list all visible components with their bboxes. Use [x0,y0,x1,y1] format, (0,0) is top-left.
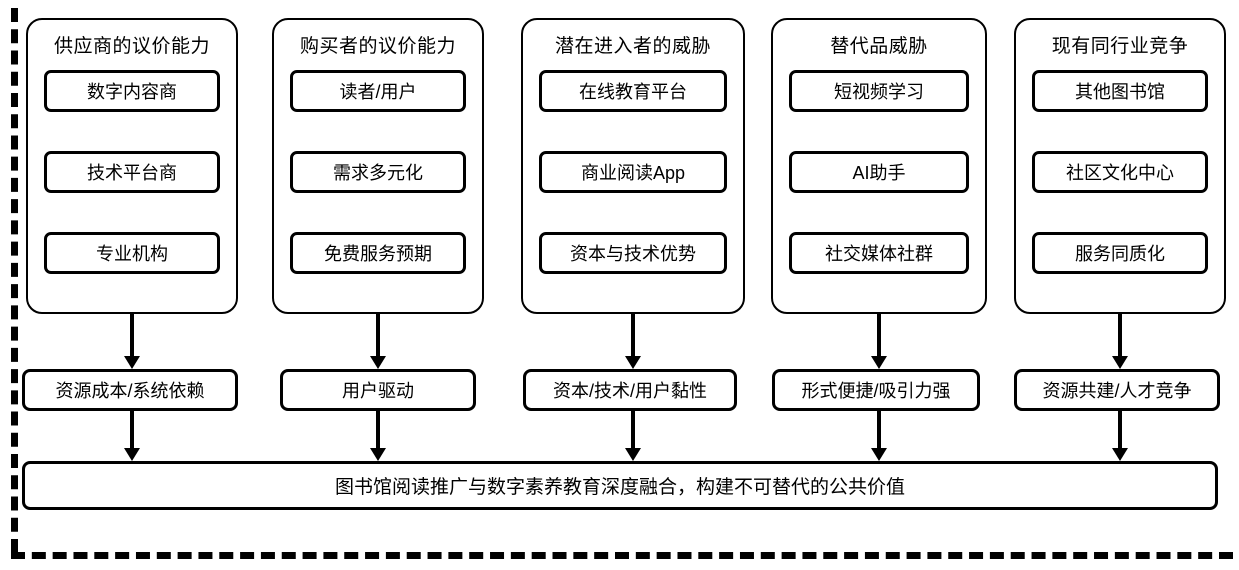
list-item[interactable]: 商业阅读App [539,151,727,193]
column-item-list: 其他图书馆 社区文化中心 服务同质化 [1016,70,1224,312]
down-arrow-icon [1112,314,1128,369]
down-arrow-icon [124,314,140,369]
list-item[interactable]: AI助手 [789,151,969,193]
down-arrow-icon [625,411,641,461]
force-column-new-entrants-threat[interactable]: 潜在进入者的威胁 在线教育平台 商业阅读App 资本与技术优势 [521,18,745,314]
outcome-box-rivalry[interactable]: 资源共建/人才竞争 [1014,369,1220,411]
down-arrow-icon [871,314,887,369]
list-item[interactable]: 服务同质化 [1032,232,1208,274]
force-column-substitutes-threat[interactable]: 替代品威胁 短视频学习 AI助手 社交媒体社群 [771,18,987,314]
column-item-list: 数字内容商 技术平台商 专业机构 [28,70,236,312]
list-item[interactable]: 免费服务预期 [290,232,466,274]
outcome-box-substitutes[interactable]: 形式便捷/吸引力强 [772,369,980,411]
list-item[interactable]: 读者/用户 [290,70,466,112]
down-arrow-icon [124,411,140,461]
down-arrow-icon [625,314,641,369]
conclusion-banner: 图书馆阅读推广与数字素养教育深度融合，构建不可替代的公共价值 [22,461,1218,510]
list-item[interactable]: 数字内容商 [44,70,220,112]
list-item[interactable]: 在线教育平台 [539,70,727,112]
list-item[interactable]: 社交媒体社群 [789,232,969,274]
column-item-list: 读者/用户 需求多元化 免费服务预期 [274,70,482,312]
column-title: 供应商的议价能力 [53,36,210,57]
column-item-list: 短视频学习 AI助手 社交媒体社群 [773,70,985,312]
outcome-box-buyer[interactable]: 用户驱动 [280,369,476,411]
column-title: 潜在进入者的威胁 [554,36,711,57]
list-item[interactable]: 其他图书馆 [1032,70,1208,112]
list-item[interactable]: 技术平台商 [44,151,220,193]
force-column-industry-rivalry[interactable]: 现有同行业竞争 其他图书馆 社区文化中心 服务同质化 [1014,18,1226,314]
outcome-box-supplier[interactable]: 资源成本/系统依赖 [22,369,238,411]
list-item[interactable]: 短视频学习 [789,70,969,112]
down-arrow-icon [871,411,887,461]
outcome-box-new-entrants[interactable]: 资本/技术/用户黏性 [523,369,737,411]
column-title: 替代品威胁 [830,36,928,57]
frame-dashed-left-border [11,8,18,553]
column-item-list: 在线教育平台 商业阅读App 资本与技术优势 [523,70,743,312]
column-title: 购买者的议价能力 [299,36,456,57]
column-title: 现有同行业竞争 [1051,36,1189,57]
down-arrow-icon [370,411,386,461]
list-item[interactable]: 专业机构 [44,232,220,274]
force-column-buyer-power[interactable]: 购买者的议价能力 读者/用户 需求多元化 免费服务预期 [272,18,484,314]
list-item[interactable]: 资本与技术优势 [539,232,727,274]
down-arrow-icon [370,314,386,369]
frame-dashed-bottom-border [11,552,1233,559]
list-item[interactable]: 社区文化中心 [1032,151,1208,193]
down-arrow-icon [1112,411,1128,461]
force-column-supplier-power[interactable]: 供应商的议价能力 数字内容商 技术平台商 专业机构 [26,18,238,314]
list-item[interactable]: 需求多元化 [290,151,466,193]
